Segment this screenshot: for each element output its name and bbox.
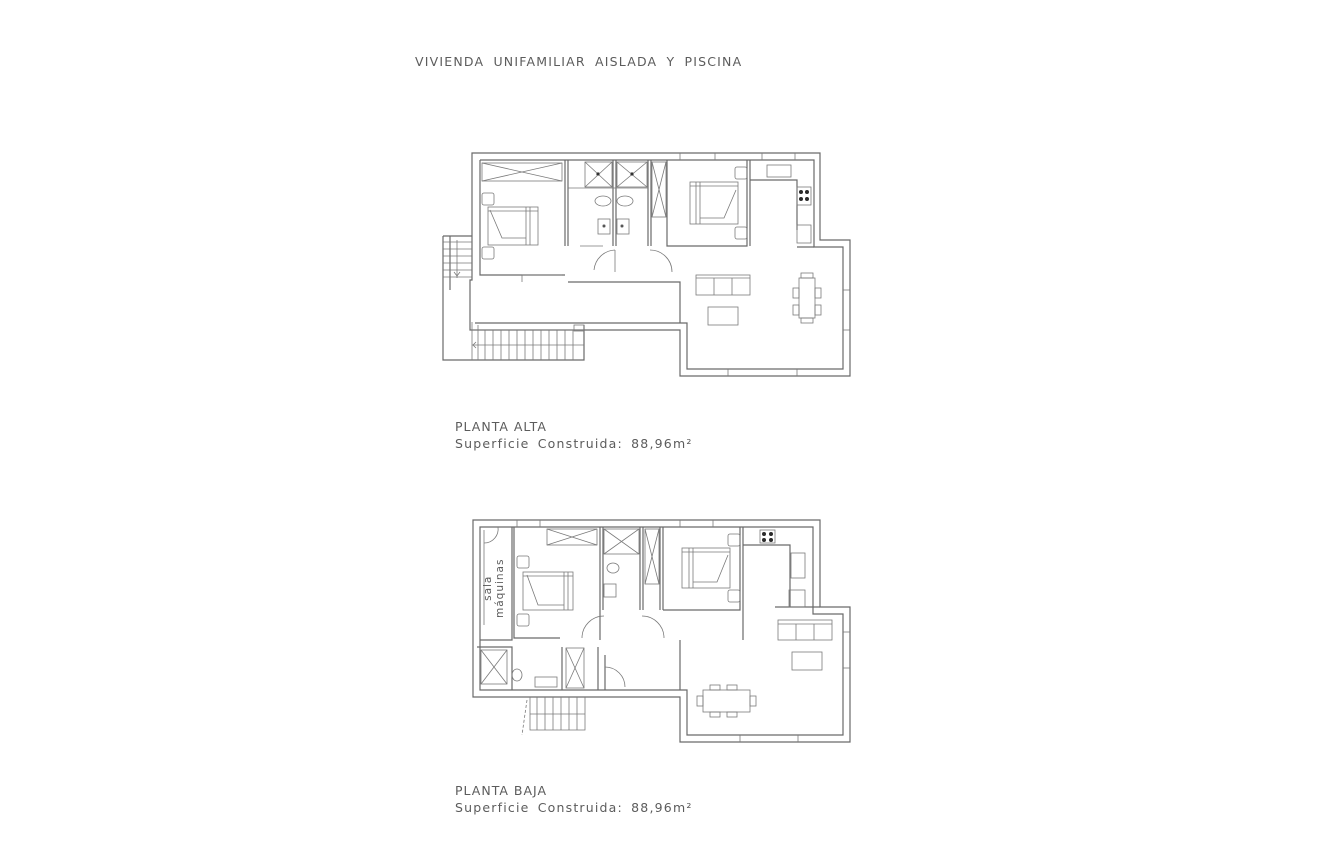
bed-2 bbox=[689, 166, 748, 240]
stair-upper-left bbox=[443, 240, 472, 278]
bathroom-fixtures bbox=[568, 161, 673, 273]
planta-alta-name: PLANTA ALTA bbox=[455, 419, 547, 434]
bath-ground bbox=[581, 528, 665, 639]
area-value: 88,96m² bbox=[631, 436, 693, 451]
bed-1 bbox=[481, 192, 539, 260]
kitchen-ground bbox=[696, 529, 833, 718]
room-label-line-2: máquinas bbox=[494, 558, 506, 618]
bed-ground-1 bbox=[516, 528, 598, 627]
kitchen-fixtures bbox=[766, 164, 812, 244]
stair-ground bbox=[521, 697, 586, 736]
planta-baja-caption: PLANTA BAJA Superficie Construida: 88,96… bbox=[455, 782, 693, 816]
room-label-line-1: sala bbox=[482, 575, 494, 601]
area-value: 88,96m² bbox=[631, 800, 693, 815]
wardrobe-1 bbox=[481, 162, 563, 182]
planta-baja-area: Superficie Construida: 88,96m² bbox=[455, 799, 693, 816]
area-label: Superficie Construida: bbox=[455, 800, 623, 815]
planta-alta-area: Superficie Construida: 88,96m² bbox=[455, 435, 693, 452]
bed-ground-2 bbox=[681, 533, 741, 603]
stair-lower bbox=[471, 322, 585, 360]
planta-baja-name: PLANTA BAJA bbox=[455, 783, 548, 798]
bath-ground-2 bbox=[480, 647, 585, 689]
living-furniture bbox=[695, 272, 822, 326]
closet-2 bbox=[651, 161, 667, 218]
planta-alta-plan bbox=[442, 152, 851, 377]
document-title: VIVIENDA UNIFAMILIAR AISLADA Y PISCINA bbox=[415, 54, 743, 69]
planta-alta-caption: PLANTA ALTA Superficie Construida: 88,96… bbox=[455, 418, 693, 452]
room-label-sala-maquinas: sala máquinas bbox=[482, 559, 506, 618]
area-label: Superficie Construida: bbox=[455, 436, 623, 451]
planta-baja-plan bbox=[472, 519, 851, 743]
